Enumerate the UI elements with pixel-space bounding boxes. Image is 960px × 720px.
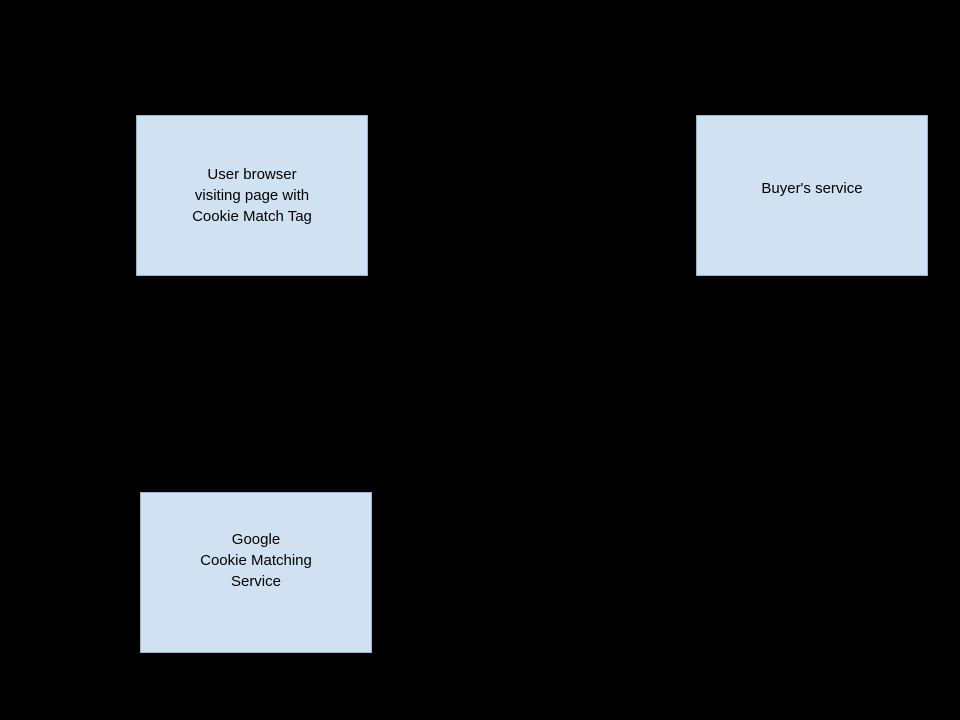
connector-user-browser-to-google-cms (249, 276, 259, 484)
node-google-cookie-matching-service[interactable]: Google Cookie Matching Service (140, 492, 372, 653)
node-buyers-service-label: Buyer's service (761, 180, 863, 197)
node-google-cookie-matching-service-label: Google Cookie Matching Service (200, 531, 312, 590)
node-user-browser[interactable]: User browser visiting page with Cookie M… (136, 115, 368, 276)
connector-user-browser-to-buyers-service (368, 190, 688, 200)
node-user-browser-label: User browser visiting page with Cookie M… (192, 166, 312, 225)
node-buyers-service[interactable]: Buyer's service (696, 115, 928, 276)
